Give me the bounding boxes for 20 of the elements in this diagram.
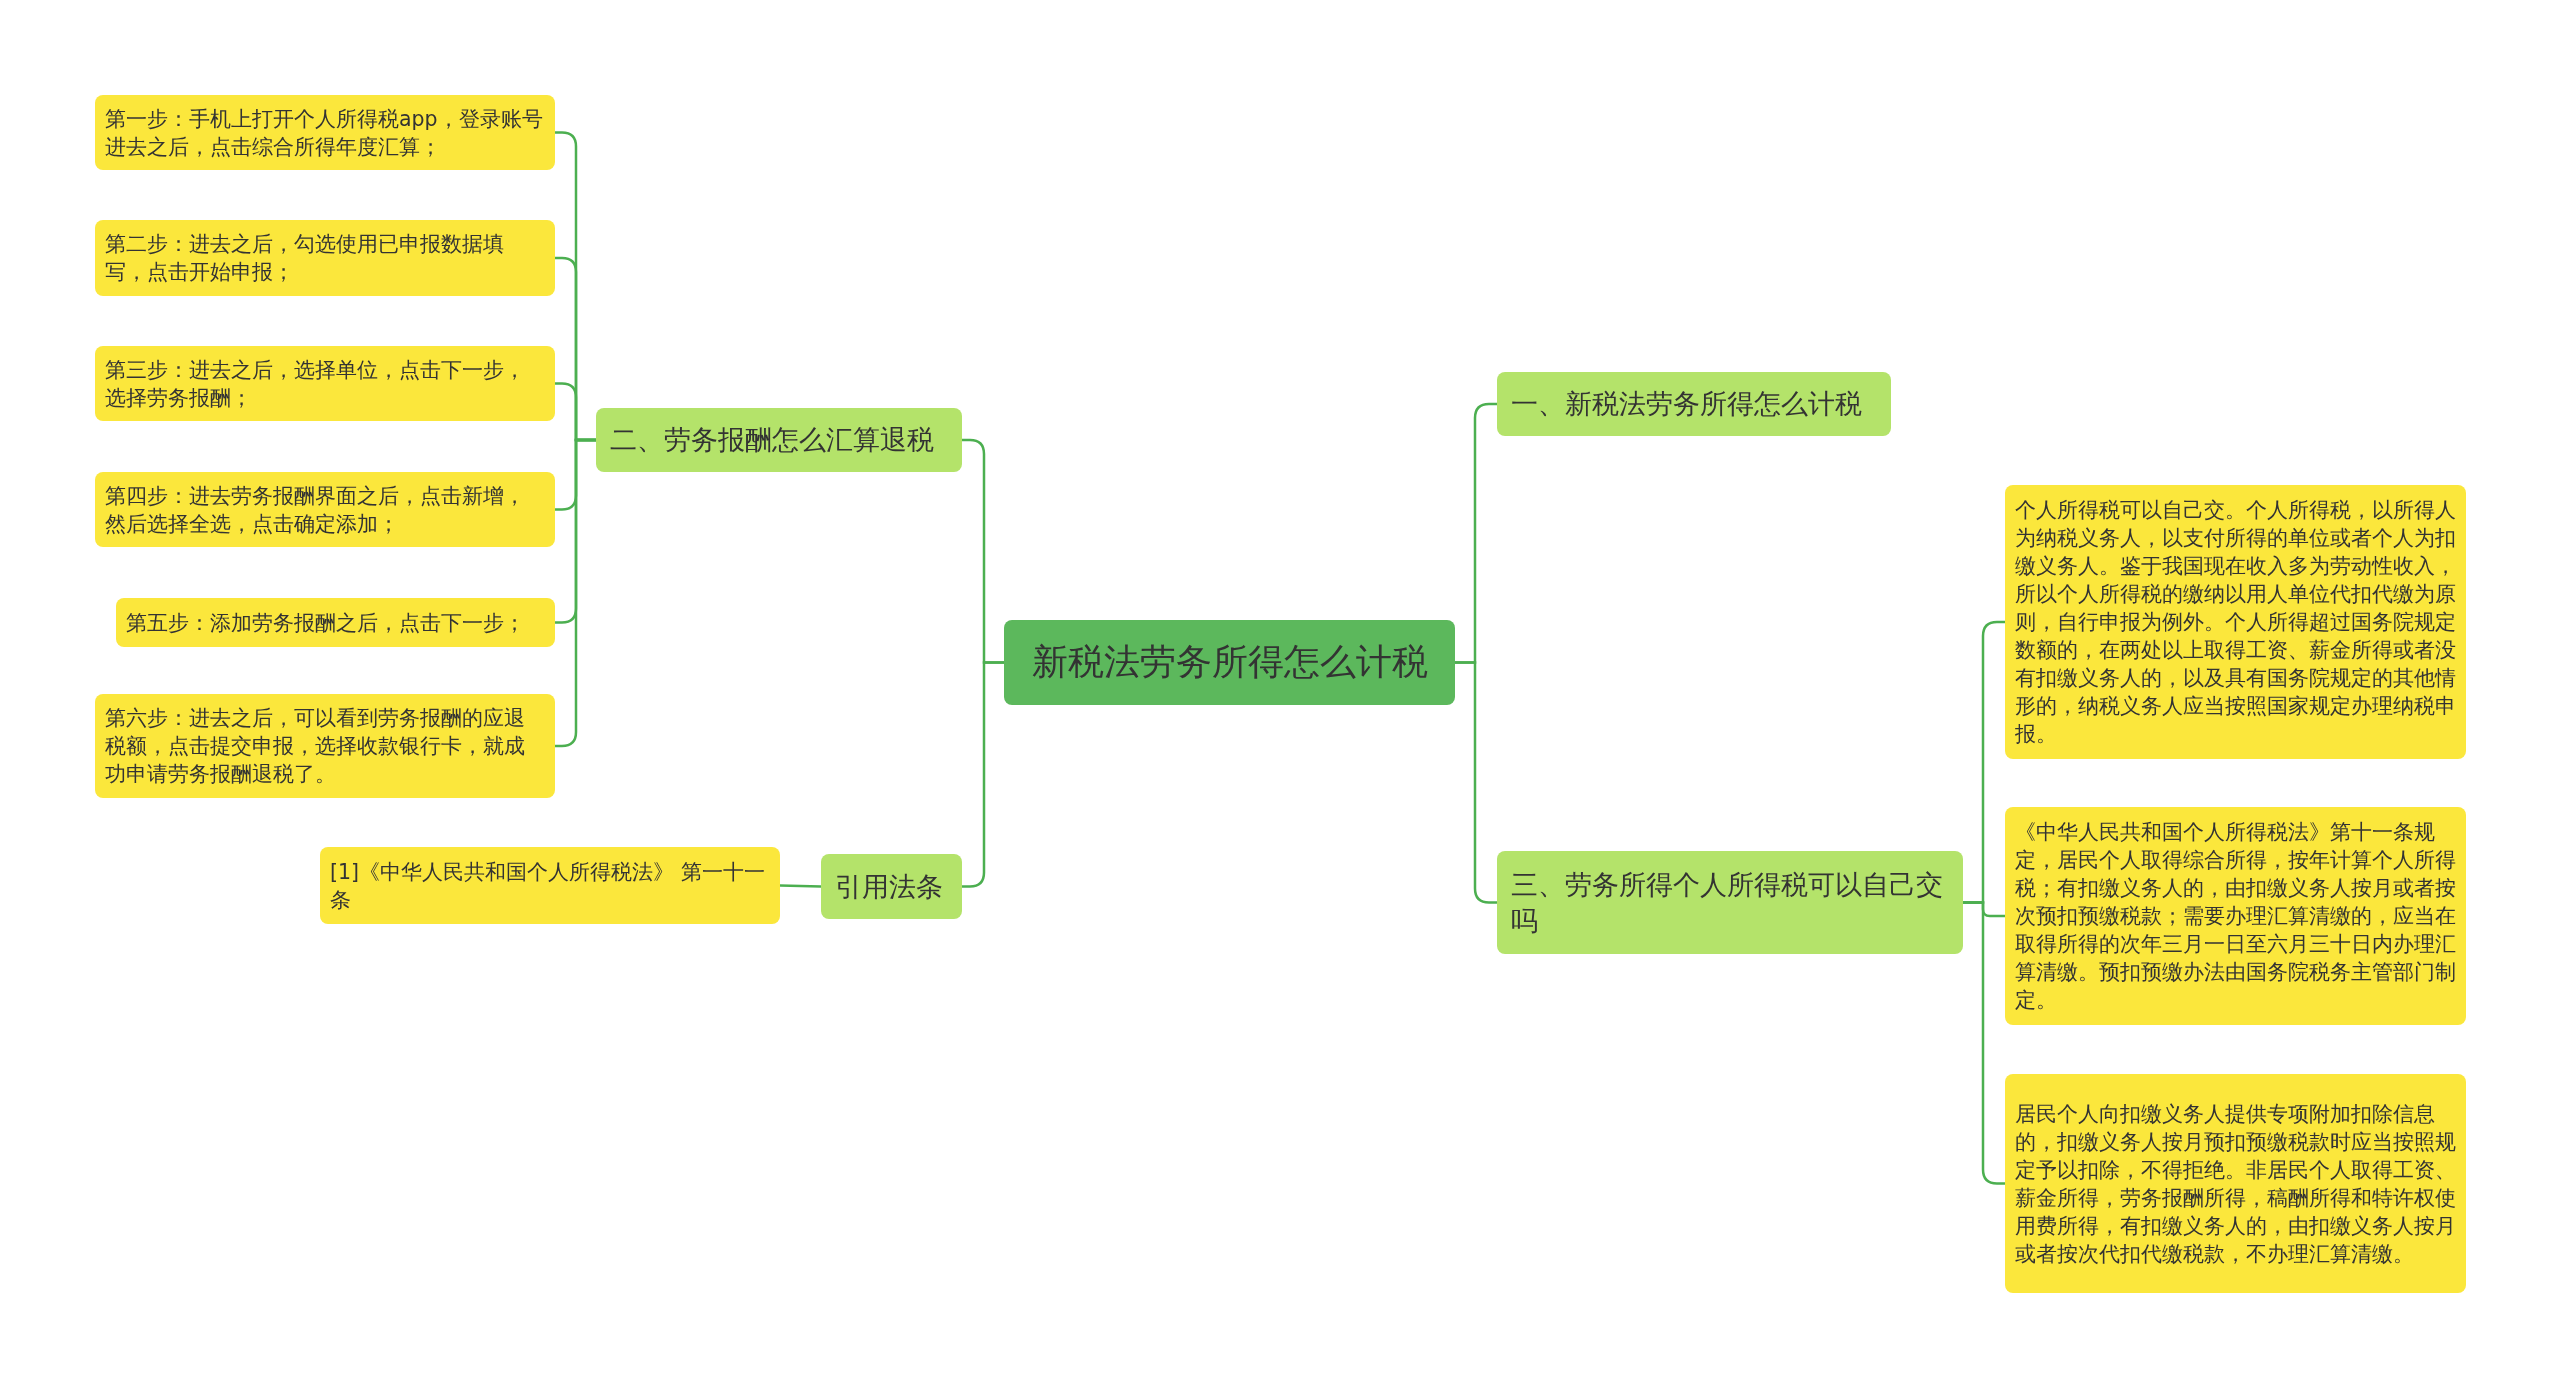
text-box: 第三步：进去之后，选择单位，点击下一步，选择劳务报酬； — [95, 346, 555, 421]
text-box: 《中华人民共和国个人所得税法》第十一条规定，居民个人取得综合所得，按年计算个人所得税；有扣缴义务人的，由扣缴义务人按月或者按次预扣预缴税款；需要办理汇算清缴的，应当在取得所得的次年三月一日至六月三十日内办理汇算清缴。预扣预缴办法由国务院税务主管部门制定。 — [2005, 807, 2466, 1025]
text-box: [1]《中华人民共和国个人所得税法》 第一十一条 — [320, 847, 780, 924]
connector-line — [1963, 901, 2005, 1185]
connector-line — [555, 438, 596, 748]
topic-box: 引用法条 — [821, 854, 962, 919]
connector-line — [1455, 661, 1497, 904]
text-box: 第五步：添加劳务报酬之后，点击下一步； — [116, 598, 555, 647]
connector-line — [962, 661, 1004, 888]
topic-box: 三、劳务所得个人所得税可以自己交吗 — [1497, 851, 1963, 954]
text-box: 第六步：进去之后，可以看到劳务报酬的应退税额，点击提交申报，选择收款银行卡，就成功申请劳务报酬退税了。 — [95, 694, 555, 798]
topic-box: 二、劳务报酬怎么汇算退税 — [596, 408, 962, 472]
text-box: 第二步：进去之后，勾选使用已申报数据填写，点击开始申报； — [95, 220, 555, 296]
connector-line — [779, 884, 822, 888]
text-box: 第四步：进去劳务报酬界面之后，点击新增，然后选择全选，点击确定添加； — [95, 472, 555, 547]
text-box: 居民个人向扣缴义务人提供专项附加扣除信息的，扣缴义务人按月预扣预缴税款时应当按照规定予以扣除，不得拒绝。非居民个人取得工资、薪金所得，劳务报酬所得，稿酬所得和特许权使用费所得，有扣缴义务人的，由扣缴义务人按月或者按次代扣代缴税款，不办理汇算清缴。 — [2005, 1074, 2466, 1293]
text-box: 个人所得税可以自己交。个人所得税，以所得人为纳税义务人，以支付所得的单位或者个人为扣缴义务人。鉴于我国现在收入多为劳动性收入，所以个人所得税的缴纳以用人单位代扣代缴为原则，自行申报为例外。个人所得超过国务院规定数额的，在两处以上取得工资、薪金所得或者没有扣缴义务人的，以及具有国务院规定的其他情形的，纳税义务人应当按照国家规定办理纳税申报。 — [2005, 485, 2466, 759]
topic-box: 一、新税法劳务所得怎么计税 — [1497, 372, 1891, 436]
text-box: 第一步：手机上打开个人所得税app，登录账号进去之后，点击综合所得年度汇算； — [95, 95, 555, 170]
central-topic-box: 新税法劳务所得怎么计税 — [1004, 620, 1455, 705]
